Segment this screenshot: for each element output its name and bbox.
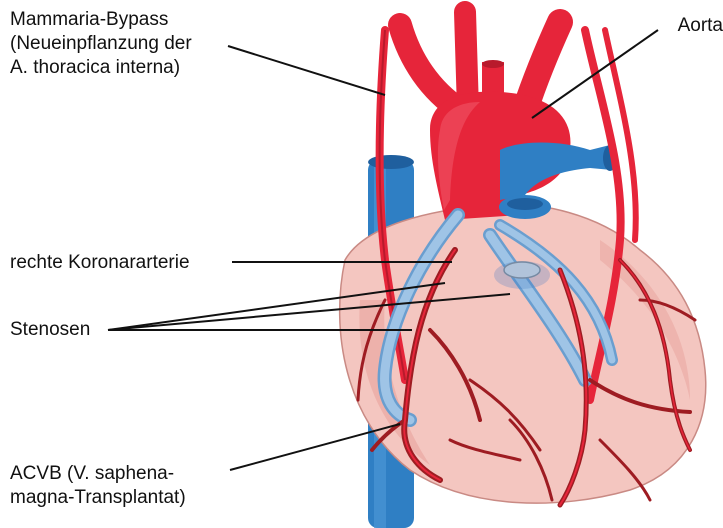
- label-mammaria-line1: Mammaria-Bypass: [10, 8, 192, 32]
- label-mammaria-line2: (Neueinpflanzung der: [10, 32, 192, 56]
- leader-mammaria: [228, 46, 385, 95]
- pulmonary-artery: [499, 143, 617, 220]
- label-mammaria-line3: A. thoracica interna): [10, 56, 192, 80]
- label-stenosen: Stenosen: [10, 318, 90, 342]
- label-acvb-line1: ACVB (V. saphena-: [10, 462, 186, 486]
- label-acvb-line2: magna-Transplantat): [10, 486, 186, 510]
- label-mammaria-bypass: Mammaria-Bypass (Neueinpflanzung der A. …: [10, 8, 192, 80]
- label-aorta: Aorta: [678, 14, 723, 38]
- label-rechte-koronararterie: rechte Koronararterie: [10, 251, 190, 275]
- label-acvb: ACVB (V. saphena- magna-Transplantat): [10, 462, 186, 510]
- stenosis-markers: [494, 261, 550, 289]
- aorta-vessels: [400, 12, 570, 220]
